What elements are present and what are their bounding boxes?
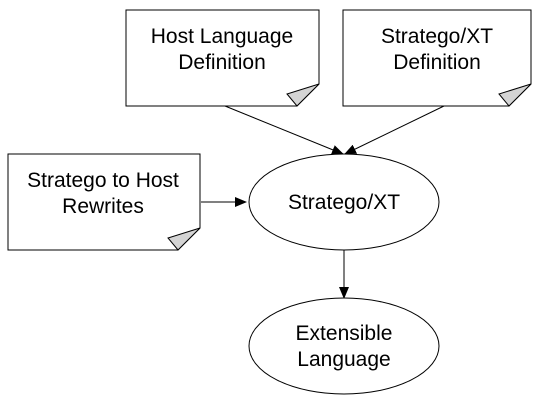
node-label-line-2: Definition — [393, 51, 481, 74]
node-label-line-2: Rewrites — [62, 195, 144, 218]
edges — [201, 105, 445, 299]
document-fold — [286, 83, 320, 107]
node-label-line-2: Language — [297, 348, 390, 371]
node-label-line-1: Stratego/XT — [381, 25, 493, 48]
node-label-line-1: Host Language — [151, 25, 293, 48]
node-label-line-2: Definition — [178, 51, 266, 74]
node-stratego-to-host-rewrites: Stratego to Host Rewrites — [7, 153, 201, 251]
node-label-line-1: Stratego to Host — [27, 169, 179, 192]
document-fold — [167, 227, 201, 251]
document-fold — [498, 83, 532, 107]
node-stratego-xt-definition: Stratego/XT Definition — [342, 9, 532, 107]
node-extensible-language: Extensible Language — [248, 297, 440, 395]
node-label-line-1: Extensible — [296, 322, 393, 345]
ellipse-shape — [248, 153, 440, 251]
node-label: Stratego/XT — [288, 191, 400, 214]
edge-host-language-to-stratego-xt — [224, 105, 344, 155]
node-stratego-xt: Stratego/XT — [248, 153, 440, 251]
node-host-language-definition: Host Language Definition — [125, 9, 320, 107]
ellipse-shape — [248, 297, 440, 395]
edge-stratego-xt-definition-to-stratego-xt — [344, 105, 445, 155]
